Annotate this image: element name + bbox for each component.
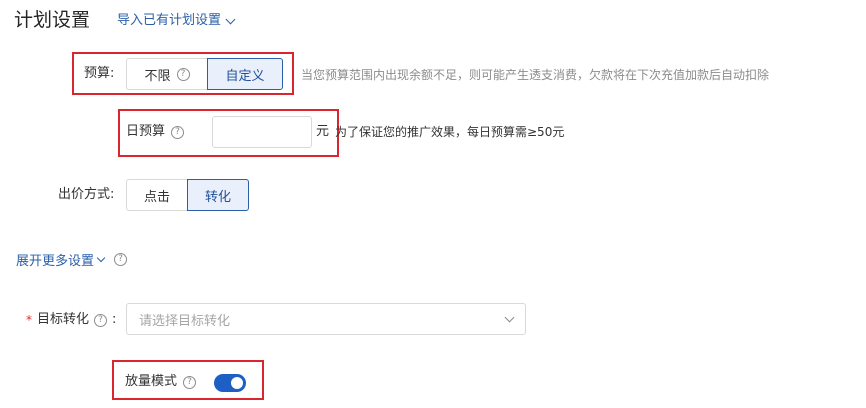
chevron-down-icon: [225, 14, 236, 24]
target-conversion-label: 目标转化: [37, 312, 90, 327]
budget-label: 预算:: [84, 66, 115, 81]
budget-unlimited-label: 不限: [144, 68, 171, 84]
help-icon[interactable]: ?: [183, 375, 197, 389]
target-conversion-select[interactable]: 请选择目标转化: [126, 303, 526, 335]
daily-budget-hint: 为了保证您的推广效果，每日预算需≥50元: [335, 125, 565, 139]
help-icon[interactable]: ?: [176, 67, 190, 81]
bid-method-toggle-group: 点击 转化: [126, 179, 249, 211]
budget-hint: 当您预算范围内出现余额不足，则可能产生透支消费，欠款将在下次充值加款后自动扣除: [301, 68, 770, 82]
volume-mode-highlight-box: [112, 360, 264, 400]
help-icon[interactable]: ?: [94, 313, 108, 327]
help-icon[interactable]: ?: [171, 125, 185, 139]
target-conversion-label-group: * 目标转化 ? :: [26, 311, 116, 329]
toggle-knob: [231, 377, 243, 389]
chevron-down-icon: [96, 253, 106, 263]
expand-more-settings-label: 展开更多设置: [16, 254, 95, 269]
bid-conversion-button[interactable]: 转化: [187, 179, 249, 211]
volume-mode-label: 放量模式: [125, 374, 178, 389]
chevron-down-icon: [504, 312, 515, 322]
budget-unlimited-button[interactable]: 不限 ?: [126, 58, 208, 90]
daily-budget-unit: 元: [316, 124, 330, 139]
daily-budget-highlight-box: [118, 109, 339, 157]
help-icon[interactable]: ?: [114, 253, 128, 266]
import-plan-settings-label: 导入已有计划设置: [117, 13, 222, 28]
target-conversion-colon: :: [112, 312, 117, 327]
budget-highlight-box: [72, 52, 294, 95]
volume-mode-toggle[interactable]: [214, 374, 246, 392]
budget-custom-button[interactable]: 自定义: [207, 58, 283, 90]
bid-method-label: 出价方式:: [58, 187, 115, 202]
bid-click-label: 点击: [143, 189, 170, 205]
target-conversion-placeholder: 请选择目标转化: [139, 313, 231, 329]
daily-budget-label-group: 日预算 ?: [126, 123, 185, 141]
bid-click-button[interactable]: 点击: [126, 179, 188, 211]
required-mark: *: [26, 313, 32, 327]
page-title: 计划设置: [14, 9, 91, 31]
daily-budget-label: 日预算: [126, 124, 166, 139]
import-plan-settings-link[interactable]: 导入已有计划设置: [117, 12, 236, 30]
expand-more-settings[interactable]: 展开更多设置 ?: [16, 250, 128, 269]
bid-conversion-label: 转化: [204, 189, 231, 205]
volume-mode-label-group: 放量模式 ?: [125, 373, 197, 391]
budget-toggle-group: 不限 ? 自定义: [126, 58, 283, 90]
daily-budget-input[interactable]: [212, 116, 312, 148]
budget-custom-label: 自定义: [225, 68, 265, 84]
